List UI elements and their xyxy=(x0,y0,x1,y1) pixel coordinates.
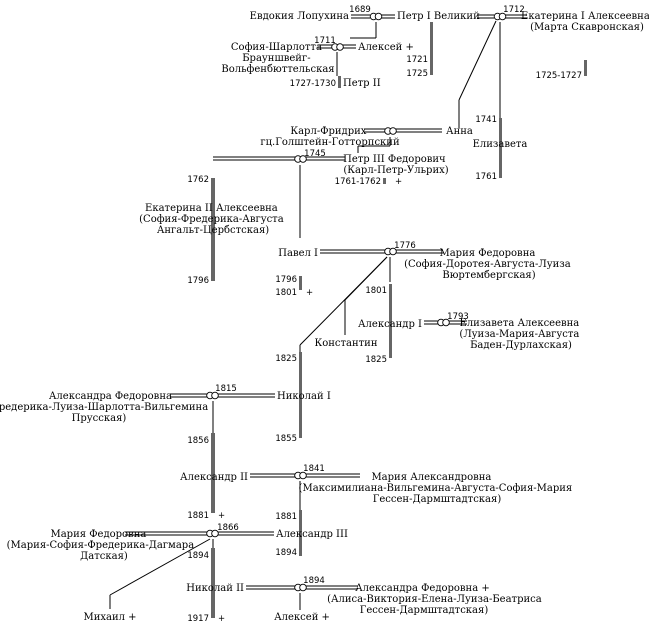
reign-year: 1801 xyxy=(275,288,297,298)
marriage-rings-icon xyxy=(493,12,507,21)
reign-year: 1894 xyxy=(275,548,297,558)
reign-year: 1727-1730 xyxy=(290,79,336,89)
reign-year: 1801 xyxy=(365,286,387,296)
marriage-year: 1745 xyxy=(304,149,326,159)
person-anna: Анна xyxy=(446,126,473,137)
reign-year: 1796 xyxy=(187,276,209,286)
reign-year: 1881 xyxy=(187,511,209,521)
marriage-rings-icon xyxy=(206,391,219,400)
plus-mark: + xyxy=(218,614,225,624)
reign-bar-ekaterina2 xyxy=(211,178,215,281)
marriage-rings-icon xyxy=(294,155,307,163)
reign-bar-petr2 xyxy=(338,76,341,88)
person-maria-fedorovna-denmark: Мария Федоровна (Мария-София-Фредерика-Д… xyxy=(7,529,198,562)
marriage-rings-icon xyxy=(294,583,307,592)
person-ekaterina2: Екатерина II Алексеевна (София-Фредерика… xyxy=(139,203,287,236)
marriage-rings-icon xyxy=(384,127,397,135)
reign-year: 1825 xyxy=(275,354,297,364)
reign-year: 1761-1762 xyxy=(335,177,381,187)
marriage-year: 1793 xyxy=(447,312,469,322)
reign-bar-ekaterina1 xyxy=(584,60,587,76)
connector-lines xyxy=(109,14,527,610)
person-evdokia: Евдокия Лопухина xyxy=(250,11,349,22)
reign-year: 1721 xyxy=(406,55,428,65)
marriage-year: 1866 xyxy=(217,523,239,533)
reign-bar-aleksandr2 xyxy=(211,433,215,513)
marriage-year: 1776 xyxy=(394,241,416,251)
reign-year: 1762 xyxy=(187,175,209,185)
marriage-year: 1689 xyxy=(349,5,371,15)
person-mikhail: Михаил + xyxy=(83,612,136,623)
reign-bar-nikolai2 xyxy=(211,548,215,618)
marriage-rings xyxy=(206,12,507,592)
person-karl-friedrich: Карл-Фридрих гц.Голштейн-Готторпский xyxy=(260,126,400,148)
plus-mark: + xyxy=(306,288,313,298)
person-aleksandr2: Александр II xyxy=(180,472,248,483)
marriage-year: 1711 xyxy=(314,36,336,46)
reign-year: 1725 xyxy=(406,69,428,79)
marriage-rings-icon xyxy=(206,529,219,538)
marriage-years: 1689 1712 1711 1745 1776 1793 1815 1841 … xyxy=(215,5,525,586)
reign-year: 1855 xyxy=(275,434,297,444)
plus-mark: + xyxy=(395,177,402,187)
person-elizaveta-alekseevna: Елизавета Алексеевна (Луиза-Мария-Август… xyxy=(459,318,582,351)
person-aleksei-nikolaevich: Алексей + xyxy=(274,612,330,623)
reign-bar-petr1 xyxy=(430,22,433,75)
reign-year: 1741 xyxy=(475,115,497,125)
marriage-year: 1712 xyxy=(503,5,525,15)
marriage-year: 1841 xyxy=(303,464,325,474)
person-petr3: Петр III Федорович (Карл-Петр-Ульрих) xyxy=(343,154,449,176)
marriage-rings-icon xyxy=(384,247,397,256)
marriage-rings-icon xyxy=(331,43,344,51)
reign-year: 1881 xyxy=(275,512,297,522)
marriage-year: 1894 xyxy=(303,576,325,586)
person-nikolai2: Николай II xyxy=(186,583,244,594)
person-maria-fedorovna-wurttemberg: Мария Федоровна (София-Доротея-Августа-Л… xyxy=(404,248,574,281)
reign-bar-pavel1 xyxy=(299,276,302,290)
person-names: Евдокия Лопухина Петр I Великий Екатерин… xyxy=(0,11,649,623)
person-sofia-charlotte: София-Шарлотта Брауншвейг- Вольфенбюттел… xyxy=(221,42,334,75)
death-marks: + + + + xyxy=(218,177,402,624)
reign-year: 1856 xyxy=(187,436,209,446)
reign-bar-aleksandr1 xyxy=(389,284,392,358)
marriage-rings-icon xyxy=(437,318,450,327)
person-konstantin: Константин xyxy=(314,338,377,349)
person-petr1: Петр I Великий xyxy=(397,11,480,22)
person-aleksandra-fedorovna-hesse: Александра Федоровна + (Алиса-Виктория-Е… xyxy=(327,583,545,616)
reign-years: 1721 1725 1725-1727 1727-1730 1741 1761 … xyxy=(187,55,582,624)
person-maria-aleksandrovna: Мария Александровна (Максимилиана-Вильге… xyxy=(299,472,576,505)
marriage-year: 1815 xyxy=(215,384,237,394)
person-aleksandr3: Александр III xyxy=(276,529,348,540)
reign-bar-aleksandr3 xyxy=(299,510,302,556)
person-ekaterina1: Екатерина I Алексеевна (Марта Скавронска… xyxy=(521,11,649,33)
marriage-rings-icon xyxy=(294,471,307,480)
reign-bars xyxy=(211,22,587,618)
person-pavel1: Павел I xyxy=(278,248,318,259)
person-aleksandra-fedorovna-prussia: Александра Федоровна (Фредерика-Луиза-Ша… xyxy=(0,391,211,424)
reign-year: 1761 xyxy=(475,172,497,182)
person-aleksei-petrovich: Алексей + xyxy=(358,42,414,53)
reign-year: 1825 xyxy=(365,355,387,365)
person-petr2: Петр II xyxy=(343,78,381,89)
reign-bar-nikolai1 xyxy=(299,352,302,438)
reign-year: 1796 xyxy=(275,275,297,285)
person-elizaveta: Елизавета xyxy=(473,139,528,150)
marriage-rings-icon xyxy=(369,12,383,21)
reign-year: 1725-1727 xyxy=(536,71,582,81)
plus-mark: + xyxy=(218,511,225,521)
person-aleksandr1: Александр I xyxy=(358,319,422,330)
reign-bar-elizaveta xyxy=(499,118,502,178)
reign-year: 1894 xyxy=(187,551,209,561)
reign-bar-petr3 xyxy=(383,178,386,184)
person-nikolai1: Николай I xyxy=(277,391,331,402)
reign-year: 1917 xyxy=(187,614,209,624)
